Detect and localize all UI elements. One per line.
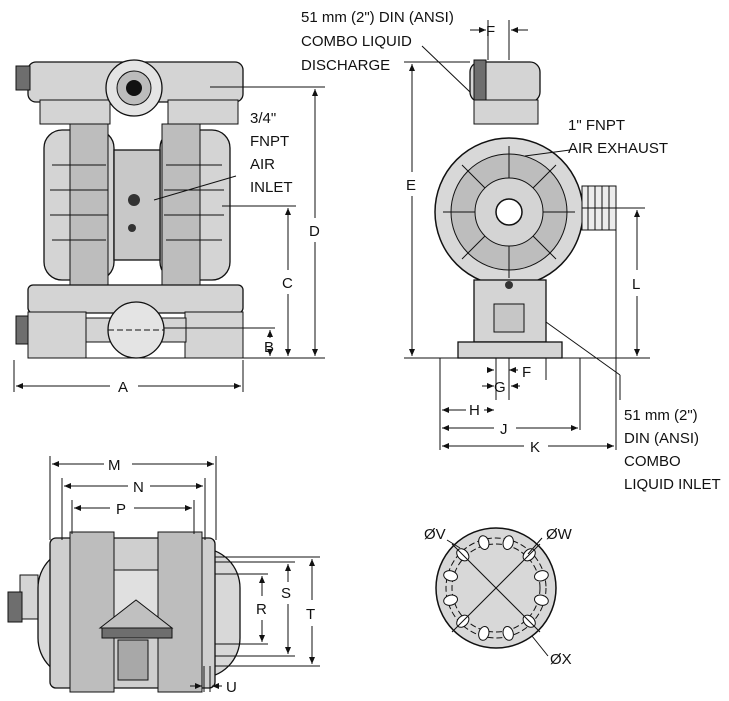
discharge-label-line2: COMBO LIQUID: [301, 33, 412, 50]
dim-label-t: T: [306, 606, 315, 623]
dim-label-k: K: [530, 439, 540, 456]
dim-label-f-bottom: F: [522, 364, 531, 381]
air-inlet-label-line3: AIR: [250, 156, 275, 173]
bolt-hole: [502, 535, 514, 550]
callout-air-exhaust: 1" FNPT AIR EXHAUST: [568, 117, 668, 157]
dim-label-m: M: [108, 457, 121, 474]
dim-label-b: B: [264, 339, 274, 356]
dim-label-s: S: [281, 585, 291, 602]
dim-label-d: D: [309, 223, 320, 240]
dim-label-w: ØW: [546, 526, 573, 543]
bolt-hole: [502, 626, 514, 641]
bolt-hole: [478, 535, 490, 550]
side-diaphragm-housing: [434, 137, 584, 287]
top-view: [7, 531, 241, 693]
flange-leaders: [446, 537, 549, 657]
discharge-label-line3: DISCHARGE: [301, 57, 390, 74]
dim-label-h: H: [469, 402, 480, 419]
dim-label-j: J: [500, 421, 508, 438]
callout-air-inlet: 3/4" FNPT AIR INLET: [250, 110, 293, 196]
liquid-inlet-label-line1: 51 mm (2"): [624, 407, 698, 424]
dim-label-g: G: [494, 379, 506, 396]
dim-label-e: E: [406, 177, 416, 194]
discharge-flange: [105, 59, 163, 117]
flange-view: [435, 527, 557, 649]
bolt-hole: [478, 626, 490, 641]
dim-label-f-top: F: [486, 23, 495, 40]
bolt-hole: [534, 570, 549, 582]
side-dimensions: [404, 20, 650, 450]
air-inlet-label-line4: INLET: [250, 179, 293, 196]
dim-label-r: R: [256, 601, 267, 618]
dim-label-x: ØX: [550, 651, 572, 668]
dim-label-v: ØV: [424, 526, 446, 543]
bolt-hole: [443, 570, 458, 582]
liquid-inlet-label-line2: DIN (ANSI): [624, 430, 699, 447]
top-dimensions: [49, 456, 320, 692]
air-inlet-label-line2: FNPT: [250, 133, 289, 150]
dim-label-c: C: [282, 275, 293, 292]
air-inlet-label-line1: 3/4": [250, 110, 276, 127]
callout-discharge: 51 mm (2") DIN (ANSI) COMBO LIQUID DISCH…: [301, 9, 454, 74]
side-view: [434, 59, 617, 359]
dimension-letters: A B C D E F F G H J K L M N P R S T U ØV…: [108, 23, 640, 696]
discharge-label-line1: 51 mm (2") DIN (ANSI): [301, 9, 454, 26]
callout-liquid-inlet: 51 mm (2") DIN (ANSI) COMBO LIQUID INLET: [624, 407, 721, 493]
liquid-inlet-label-line4: LIQUID INLET: [624, 476, 721, 493]
dim-label-p: P: [116, 501, 126, 518]
air-exhaust-label-line2: AIR EXHAUST: [568, 140, 668, 157]
bolt-hole: [443, 594, 458, 606]
bolt-hole: [534, 594, 549, 606]
front-view: [15, 59, 244, 359]
dim-label-n: N: [133, 479, 144, 496]
front-dimensions: [13, 86, 325, 392]
dim-label-a: A: [118, 379, 128, 396]
liquid-inlet-label-line3: COMBO: [624, 453, 681, 470]
air-exhaust-label-line1: 1" FNPT: [568, 117, 625, 134]
dim-label-l: L: [632, 276, 640, 293]
dim-label-u: U: [226, 679, 237, 696]
